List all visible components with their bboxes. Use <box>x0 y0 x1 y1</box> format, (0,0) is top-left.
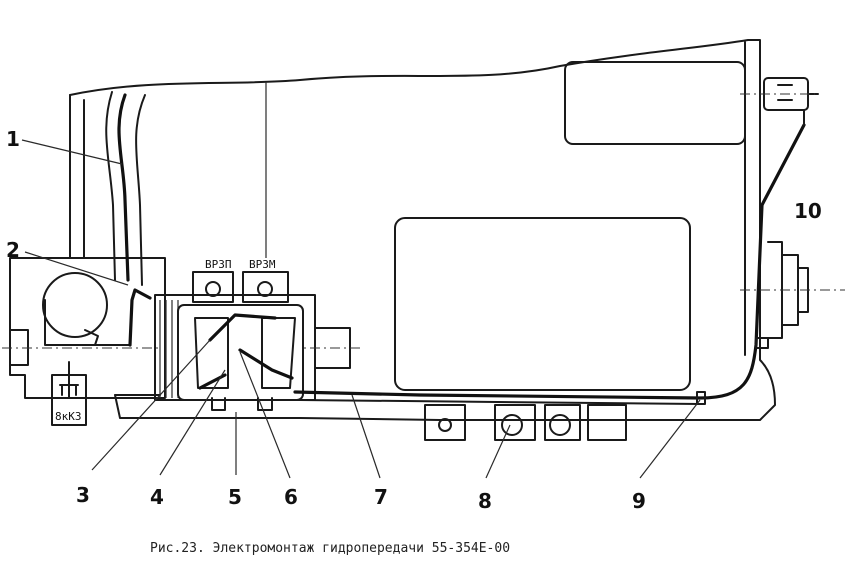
left-block <box>9 257 166 399</box>
switch-cable <box>760 123 806 207</box>
callout-1: 1 <box>6 127 20 151</box>
cable-1-sheath <box>105 91 146 286</box>
label-vrzm: ВРЗМ <box>249 258 276 271</box>
figure-caption: Рис.23. Электромонтаж гидропередачи 55-3… <box>150 541 510 556</box>
bottom-block-2 <box>494 404 536 441</box>
bottom-block-3 <box>544 404 581 441</box>
upper-window <box>564 61 746 145</box>
valve-vrzm <box>257 281 273 297</box>
pulley-connector <box>755 337 769 349</box>
bottom-block-4 <box>587 404 627 441</box>
leader-8 <box>485 424 511 479</box>
bottom-round-1 <box>438 418 452 432</box>
valve-mount-right <box>242 271 289 303</box>
clamp-9 <box>696 391 706 405</box>
plug-symbol <box>59 361 79 399</box>
cable-7-lower <box>299 399 701 405</box>
label-vkkz: 8кКЗ <box>55 410 82 423</box>
leader-9 <box>639 399 701 479</box>
callout-10: 10 <box>794 199 822 223</box>
callout-3: 3 <box>76 483 90 507</box>
callout-7: 7 <box>374 485 388 509</box>
leader-2 <box>24 251 129 286</box>
motor-terminal <box>84 329 99 346</box>
motor-cable <box>128 288 152 347</box>
bottom-block-1 <box>424 404 466 441</box>
leader-1 <box>21 139 123 165</box>
valve-mount-left <box>192 271 234 303</box>
switch-contacts <box>777 84 819 101</box>
callout-5: 5 <box>228 485 242 509</box>
left-post <box>69 94 85 259</box>
center-window <box>394 217 691 391</box>
panel-window-left <box>194 317 229 389</box>
valve-vrzp <box>205 281 221 297</box>
cable-7 <box>293 203 764 400</box>
bottom-round-2 <box>501 414 523 436</box>
callout-8: 8 <box>478 489 492 513</box>
motor-bracket <box>44 299 131 346</box>
bottom-connector-right <box>257 397 273 411</box>
bottom-round-3 <box>549 414 571 436</box>
gear-ribs <box>159 300 179 398</box>
housing-outline <box>69 39 776 421</box>
label-vrzp: ВРЗП <box>205 258 232 271</box>
callout-9: 9 <box>632 489 646 513</box>
leader-6 <box>239 351 291 479</box>
callout-2: 2 <box>6 238 20 262</box>
leader-3 <box>91 339 211 471</box>
leader-4 <box>159 369 226 476</box>
leader-7 <box>351 394 381 479</box>
bottom-connector-left <box>211 397 226 411</box>
motor-circle <box>42 272 108 338</box>
callout-4: 4 <box>150 485 164 509</box>
callout-6: 6 <box>284 485 298 509</box>
cable-1 <box>117 93 130 282</box>
